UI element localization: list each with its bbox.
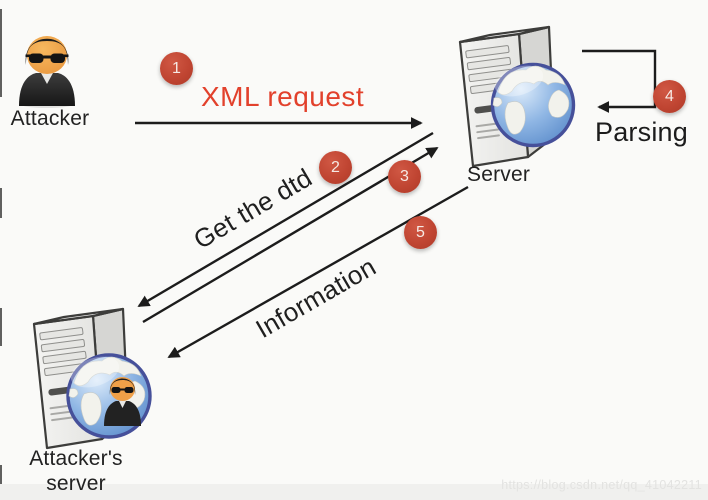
information-label: Information	[250, 251, 382, 344]
left-edge-artifact	[0, 188, 2, 218]
step-badge-5: 5	[404, 216, 437, 249]
globe-icon	[490, 62, 576, 148]
attacker-label: Attacker	[10, 107, 90, 130]
attackers-server-icon	[25, 300, 160, 450]
server-label: Server	[467, 163, 531, 186]
arrow-get-the-dtd	[137, 131, 434, 308]
avatar-collar	[41, 73, 53, 84]
server-icon	[450, 20, 580, 170]
watermark-url: https://blog.csdn.net/qq_41042211	[501, 478, 702, 492]
left-edge-artifact	[0, 308, 2, 346]
bottom-band	[0, 484, 708, 500]
arrow-parsing-loop	[582, 49, 657, 113]
left-edge-artifact	[0, 9, 2, 97]
step-badge-4: 4	[653, 80, 686, 113]
left-edge-artifact	[0, 465, 2, 484]
globe-icon	[66, 353, 152, 439]
avatar-body	[19, 73, 75, 106]
attackers-server-label-line2: server	[46, 471, 106, 495]
step-badge-3: 3	[388, 160, 421, 193]
get-the-dtd-label: Get the dtd	[188, 162, 318, 255]
step-badge-1: 1	[160, 52, 193, 85]
attackers-server-label: Attacker's server	[20, 447, 132, 497]
step-badge-2: 2	[319, 151, 352, 184]
avatar-sunglasses	[25, 53, 69, 63]
xml-request-label: XML request	[201, 81, 365, 112]
attacker-icon	[14, 20, 80, 108]
mini-attacker-icon	[104, 377, 141, 426]
parsing-label: Parsing	[595, 117, 688, 147]
avatar-face	[27, 36, 67, 74]
attackers-server-label-line1: Attacker's	[29, 447, 123, 470]
